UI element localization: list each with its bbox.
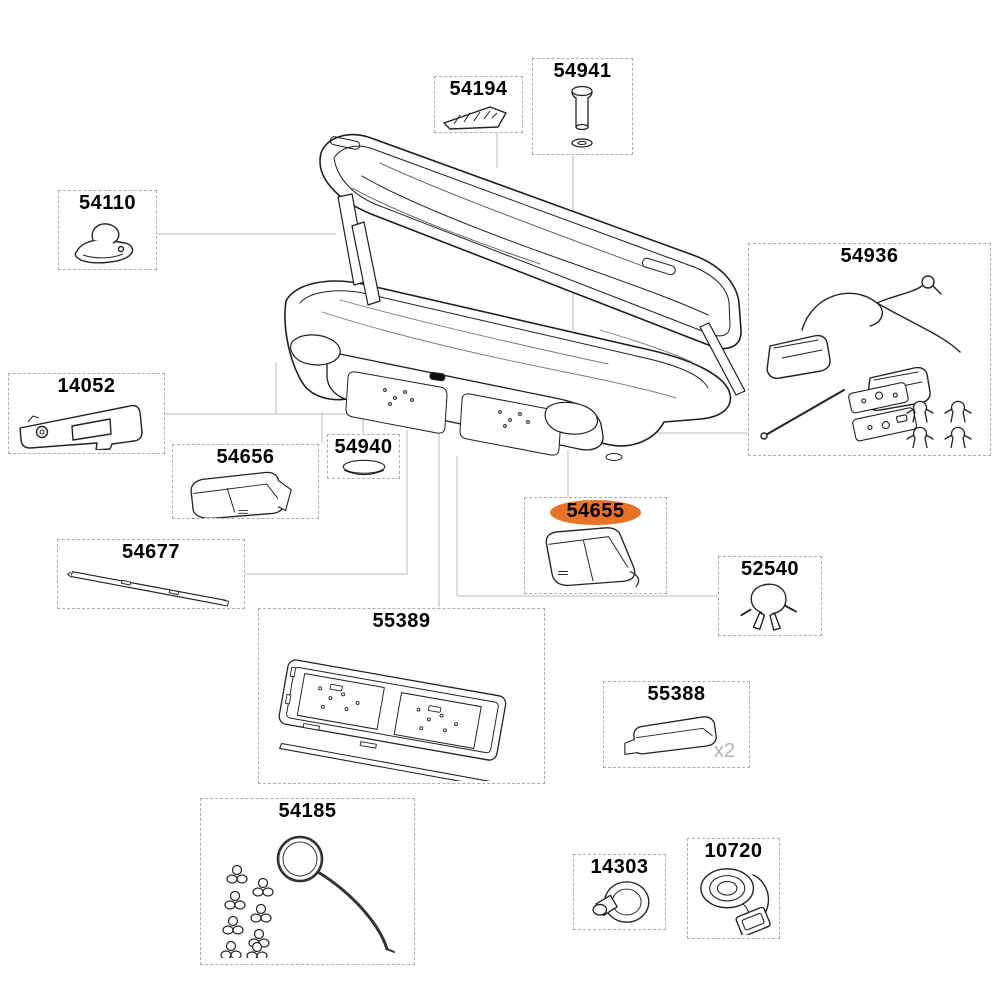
part-number: 54110 (78, 192, 136, 214)
part-box-55389[interactable]: 55389 (258, 608, 545, 784)
part-number: 54655 (566, 500, 625, 522)
light-kit-icon (760, 275, 972, 448)
lid-latch-icon (74, 223, 133, 264)
part-box-54941[interactable]: 54941 (532, 58, 633, 155)
part-number: 14052 (57, 375, 116, 397)
part-box-54110[interactable]: 54110 (58, 190, 157, 270)
part-number: 52540 (740, 558, 800, 580)
fixation-kit-icon (220, 835, 395, 958)
part-box-55388[interactable]: 55388 x2 (603, 681, 750, 768)
part-box-54936[interactable]: 54936 (748, 243, 991, 456)
thule-badge-icon (443, 106, 507, 130)
part-box-54656[interactable]: 54656 (172, 444, 319, 519)
part-box-10720[interactable]: 10720 (687, 838, 780, 939)
part-box-54940[interactable]: 54940 (327, 434, 400, 479)
part-number: 14303 (590, 856, 649, 878)
part-box-14303[interactable]: 14303 (573, 854, 666, 930)
trim-strip-icon (67, 571, 229, 607)
strap-icon (699, 868, 771, 935)
part-number: 54936 (840, 245, 899, 267)
cargo-box-drawing (284, 133, 746, 461)
bolt-washer-icon (571, 85, 593, 148)
suction-knob-icon (592, 881, 650, 923)
part-box-54677[interactable]: 54677 (57, 539, 245, 609)
lamp-cover-left-icon (189, 471, 292, 518)
part-box-52540[interactable]: 52540 (718, 556, 822, 636)
part-number: 54656 (216, 446, 275, 468)
quantity-label: x2 (713, 740, 735, 762)
part-number: 54941 (553, 60, 612, 82)
part-number: 54194 (449, 78, 508, 100)
lamp-cover-right-icon (545, 527, 639, 588)
part-number: 54677 (121, 541, 181, 563)
leader-lines (157, 133, 748, 607)
part-box-14052[interactable]: 14052 (8, 373, 165, 454)
part-number: 54940 (334, 436, 393, 458)
part-box-54194[interactable]: 54194 (434, 76, 523, 133)
part-number: 55388 (647, 683, 706, 705)
part-box-54185[interactable]: 54185 (200, 798, 415, 965)
part-number: 54185 (278, 800, 337, 822)
cable-clip-icon (740, 583, 797, 631)
highlight-ellipse: 54655 (550, 500, 641, 525)
part-number: 10720 (704, 840, 763, 862)
part-box-54655[interactable]: 54655 (524, 497, 667, 594)
license-plate-holder-icon (278, 659, 506, 781)
oval-cap-icon (342, 459, 385, 476)
part-number: 55389 (372, 610, 431, 632)
end-cap-icon (623, 716, 717, 755)
handle-panel-icon (18, 404, 143, 450)
